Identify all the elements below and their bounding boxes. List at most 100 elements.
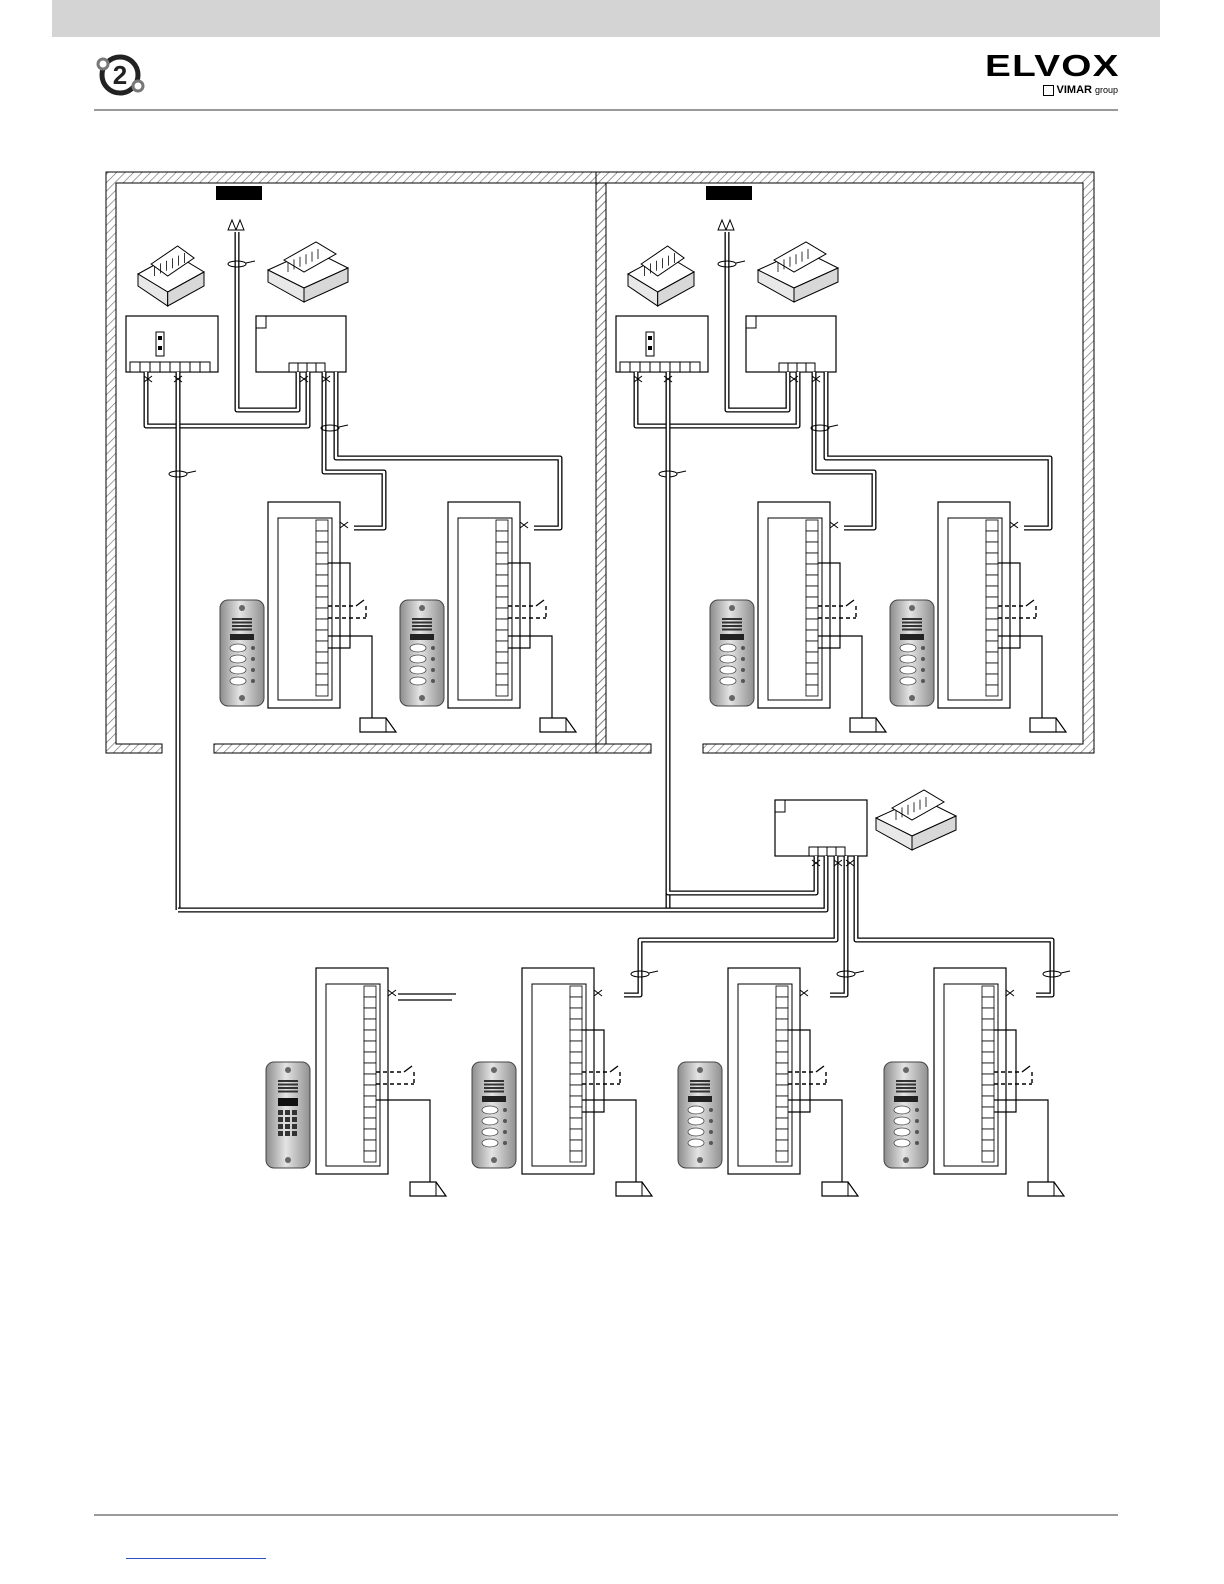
module-terminal [986,652,998,663]
psu-connector [646,332,654,356]
release-contact [816,1066,824,1072]
release-contact [846,600,854,606]
cable-marker-leader [855,971,864,973]
panel-screw-icon [419,695,425,701]
psu-terminal [150,362,160,372]
terminal [289,363,298,372]
panel-led [921,679,925,683]
panel-speaker-grille [484,1084,504,1086]
panel-call-button [894,1106,910,1114]
cable-psu-supply [636,372,798,426]
module-terminal [806,652,818,663]
module-terminal [982,1085,994,1096]
module-terminal [316,575,328,586]
module-terminal [806,608,818,619]
panel-call-button [230,677,246,685]
module-terminal [986,575,998,586]
lock-body [822,1182,858,1196]
entrance-panel-1-module [758,502,830,708]
module-terminal [496,597,508,608]
module-terminal [570,1151,582,1162]
entrance-panel-2-module [938,502,1010,708]
entrance-panel-2-push-button-panel [890,600,934,706]
panel-call-button [230,655,246,663]
psu-terminal [640,362,650,372]
panel-name-plate [410,634,434,640]
module-terminal [982,986,994,997]
module-terminal [986,597,998,608]
distributor-module [758,242,838,302]
panel-key [278,1131,283,1136]
panel-camera-icon [903,1067,909,1073]
floor-distributor [256,316,346,372]
cable-marker-leader [1061,971,1070,973]
cable-core [146,372,308,426]
module-terminal [496,663,508,674]
module-terminal [776,986,788,997]
panel-key [285,1124,290,1129]
panel-camera-icon [909,605,915,611]
module-terminal [364,997,376,1008]
panel-led [251,657,255,661]
terminal [316,363,325,372]
module-terminal [570,1052,582,1063]
panel-led [921,646,925,650]
cable-marker-leader [339,425,348,427]
panel-key [278,1124,283,1129]
panel-screw-icon [697,1157,703,1163]
panel-led [741,679,745,683]
power-supply-module [628,246,694,306]
psu-connector [156,332,164,356]
cable-marker-leader [187,471,196,473]
panel-speaker-grille [278,1080,298,1082]
power-supply-unit [616,316,708,372]
cable-twist [594,990,602,996]
panel-call-button [410,677,426,685]
external-panel-3-module [728,968,800,1174]
module-terminal [570,997,582,1008]
module-terminal [806,520,818,531]
panel-speaker-grille [722,622,742,624]
panel-screw-icon [909,695,915,701]
module-terminal [570,1019,582,1030]
panel-led [503,1130,507,1134]
module-terminal [982,1140,994,1151]
module-terminal [982,1008,994,1019]
panel-led [709,1130,713,1134]
psu-pin [648,346,652,350]
panel-led [915,1108,919,1112]
external-panel-4-door-lock [1028,1182,1064,1196]
terminal [307,363,316,372]
module-terminal [986,685,998,696]
panel-call-button [720,655,736,663]
module-terminal [364,1008,376,1019]
panel-led [741,668,745,672]
panel-led [741,657,745,661]
panel-led [915,1119,919,1123]
module-terminal [316,531,328,542]
panel-speaker-grille [278,1084,298,1086]
psu-terminal [160,362,170,372]
module-terminal [364,1074,376,1085]
module-terminal [316,586,328,597]
building-1-wall-bottom [214,744,596,753]
module-terminal [496,586,508,597]
panel-key [278,1117,283,1122]
module-terminal [570,1107,582,1118]
module-terminal [364,1129,376,1140]
module-terminal [570,1085,582,1096]
module-terminal [316,619,328,630]
panel-speaker-grille [232,622,252,624]
building-label-plate [216,186,262,200]
psu-terminal [620,362,630,372]
panel-led [251,679,255,683]
terminal [818,847,827,856]
entrance-panel-1-push-button-panel [710,600,754,706]
module-terminal [982,1096,994,1107]
panel-led [741,646,745,650]
panel-plate [400,600,444,706]
module-terminal [982,997,994,1008]
panel-camera-icon [729,605,735,611]
module-terminal [982,1107,994,1118]
psu-terminal [660,362,670,372]
